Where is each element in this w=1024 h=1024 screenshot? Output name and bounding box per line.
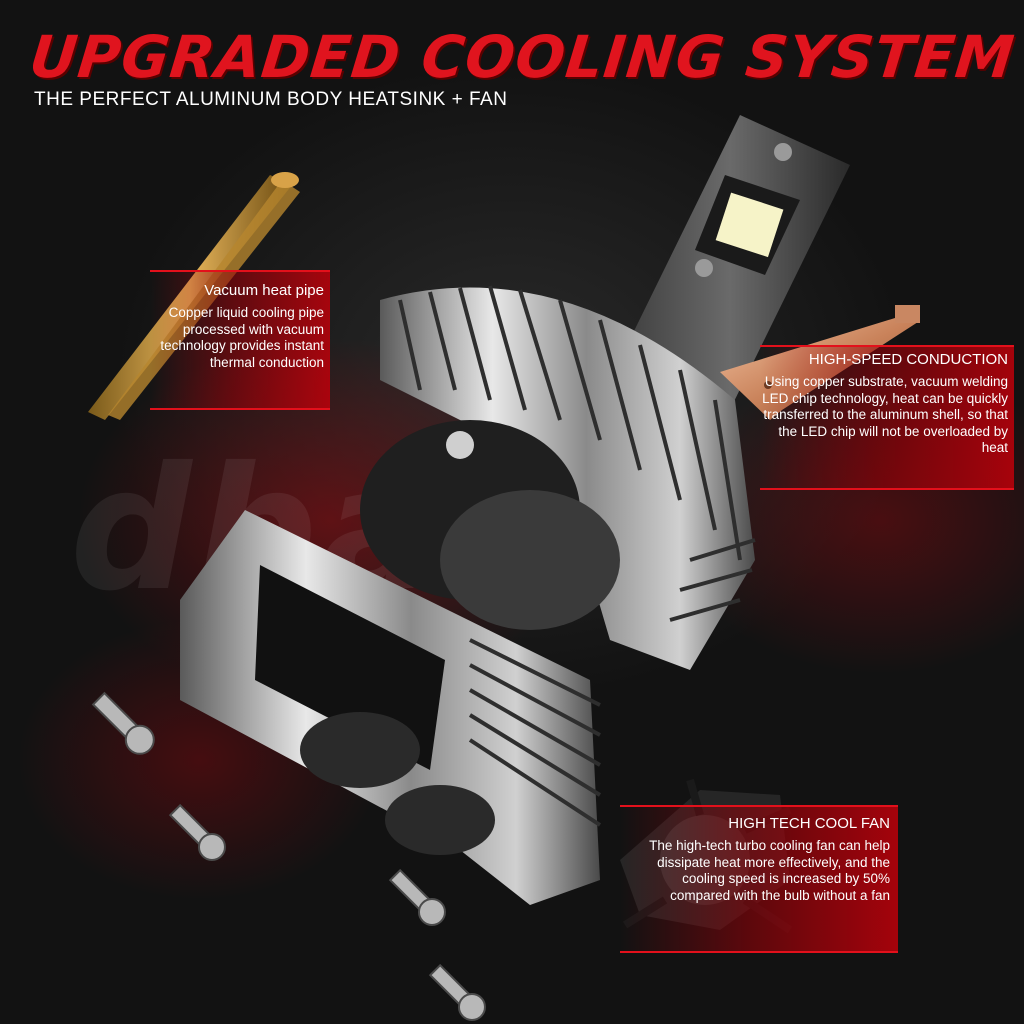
callout-description: The high-tech turbo cooling fan can help… [649, 838, 890, 903]
callout-title: HIGH TECH COOL FAN [728, 815, 890, 832]
callout-divider [760, 345, 1014, 347]
callout-high-speed-conduction: HIGH-SPEED CONDUCTION Using copper subst… [760, 345, 1014, 490]
led-chip-icon [610, 115, 850, 430]
heatsink-icon [360, 285, 756, 670]
callout-title: Vacuum heat pipe [204, 282, 324, 299]
callout-divider [760, 488, 1014, 490]
callout-divider [150, 270, 330, 272]
callout-divider [620, 805, 898, 807]
callout-vacuum-heat-pipe: Vacuum heat pipe Copper liquid cooling p… [150, 270, 330, 410]
callout-title: HIGH-SPEED CONDUCTION [808, 351, 1008, 368]
callout-divider [620, 951, 898, 953]
page-subtitle: THE PERFECT ALUMINUM BODY HEATSINK + FAN [34, 89, 508, 110]
callout-description: Using copper substrate, vacuum welding L… [762, 374, 1008, 455]
lower-heatsink-icon [180, 510, 602, 905]
screw-icon [91, 691, 486, 1021]
callout-divider [150, 408, 330, 410]
callout-high-tech-cool-fan: HIGH TECH COOL FAN The high-tech turbo c… [620, 805, 898, 953]
page-title: UPGRADED COOLING SYSTEM [26, 23, 1018, 91]
callout-description: Copper liquid cooling pipe processed wit… [160, 305, 324, 370]
